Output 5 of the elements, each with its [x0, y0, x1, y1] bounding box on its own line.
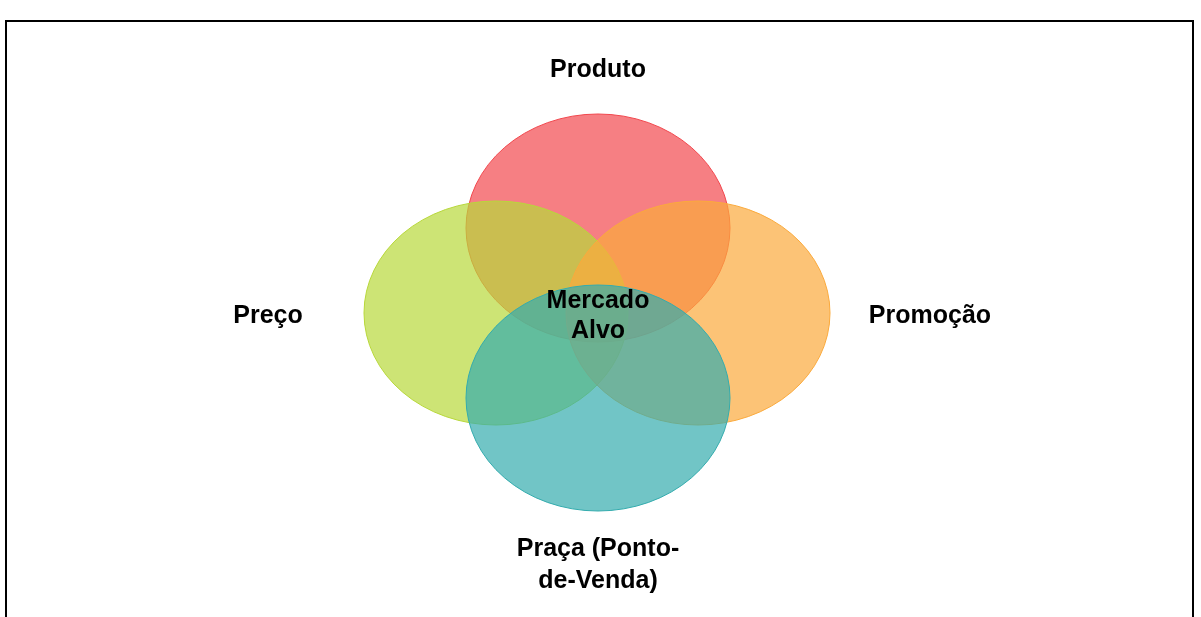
circle-label: Preço: [233, 299, 303, 330]
center-label: Mercado Alvo: [545, 284, 651, 344]
circle-label: Praça (Ponto-de-Venda): [515, 532, 681, 595]
circle-label: Promoção: [868, 299, 992, 330]
circle-label: Produto: [550, 53, 646, 84]
